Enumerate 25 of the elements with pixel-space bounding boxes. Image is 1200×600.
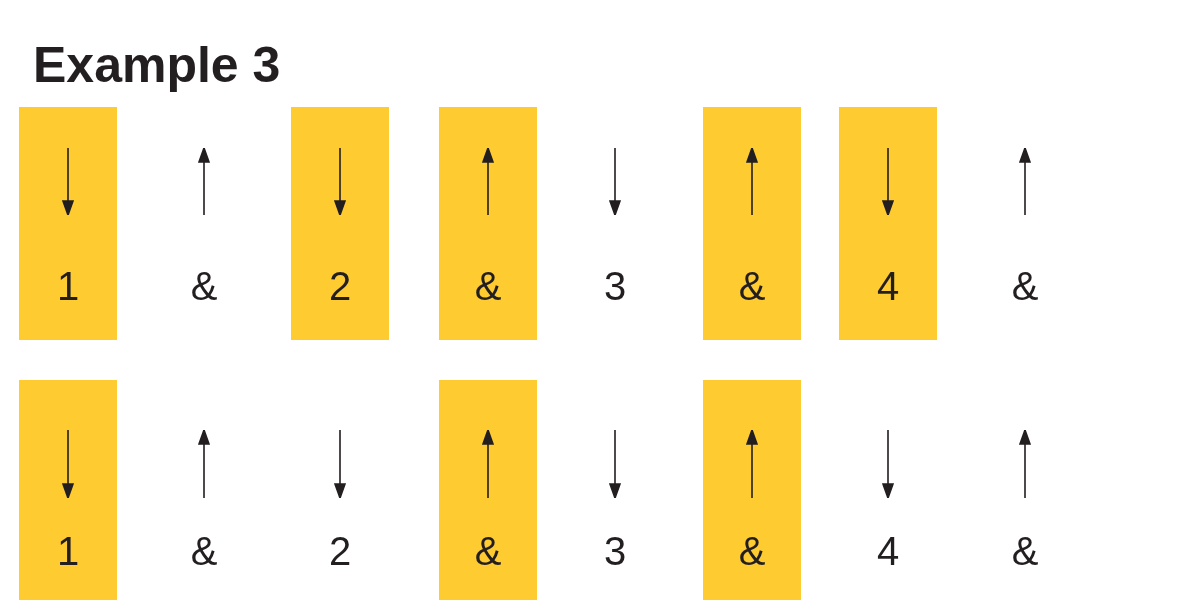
beat-count: & [189, 266, 219, 306]
highlight-band [439, 380, 537, 600]
beat-count: 1 [55, 266, 81, 306]
beat-count: 3 [602, 531, 628, 571]
beat-count: 2 [327, 531, 353, 571]
beat-count: & [473, 266, 503, 306]
highlight-band [291, 107, 389, 340]
beat-count: 2 [327, 266, 353, 306]
beat-count: & [189, 531, 219, 571]
highlight-band [439, 107, 537, 340]
beat-count: 1 [55, 531, 81, 571]
beat-count: & [737, 266, 767, 306]
beat-count: & [1010, 531, 1040, 571]
highlight-band [703, 107, 801, 340]
highlight-band [19, 107, 117, 340]
beat-count: & [1010, 266, 1040, 306]
beat-count: & [473, 531, 503, 571]
highlight-band [703, 380, 801, 600]
beat-count: 3 [602, 266, 628, 306]
highlight-band [839, 107, 937, 340]
highlight-band [19, 380, 117, 600]
beat-count: 4 [875, 531, 901, 571]
beat-count: 4 [875, 266, 901, 306]
title: Example 3 [33, 40, 281, 90]
beat-count: & [737, 531, 767, 571]
